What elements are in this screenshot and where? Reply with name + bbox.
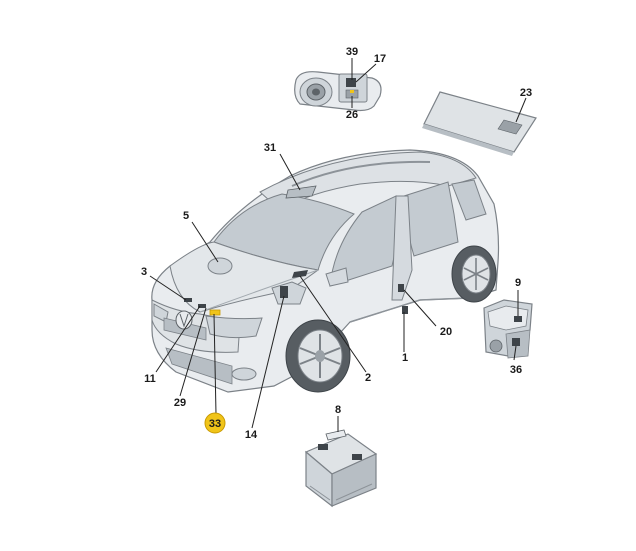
callout-2: 2 (365, 372, 371, 384)
callout-9: 9 (515, 277, 521, 289)
callout-8: 8 (335, 404, 341, 416)
callout-17: 17 (374, 53, 386, 65)
callout-5: 5 (183, 210, 189, 222)
service-booklet-inset (422, 91, 537, 156)
battery-inset (304, 429, 378, 508)
leader-lines (149, 58, 527, 432)
callout-33: 33 (209, 418, 221, 430)
callout-31: 31 (264, 142, 276, 154)
callout-36: 36 (510, 364, 522, 376)
callout-labels: 39 17 26 23 31 5 3 9 20 1 36 11 29 33 14… (141, 46, 532, 441)
vehicle (151, 149, 500, 393)
callout-3: 3 (141, 266, 147, 278)
callout-29: 29 (174, 397, 186, 409)
trunk-inset (483, 299, 533, 359)
callout-39: 39 (346, 46, 358, 58)
callout-26: 26 (346, 109, 358, 121)
callout-11: 11 (144, 373, 156, 385)
callout-20: 20 (440, 326, 452, 338)
fuel-flap-inset (294, 71, 382, 112)
callout-1: 1 (402, 352, 408, 364)
callout-23: 23 (520, 87, 532, 99)
callout-14: 14 (245, 429, 258, 441)
callout-33-highlight (204, 412, 226, 434)
